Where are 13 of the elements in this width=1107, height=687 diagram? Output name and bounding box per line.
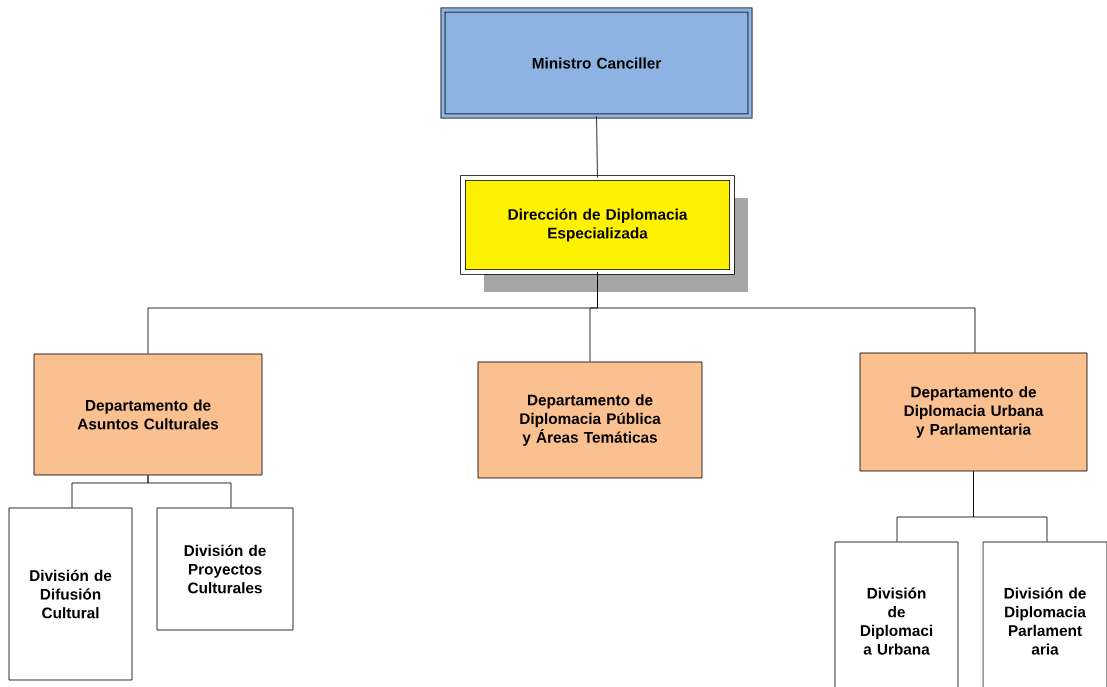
department-box: Departamento de Diplomacia Pública y Áreas Temáticas [477,361,703,479]
department-box: Departamento de Diplomacia Urbana y Parlamentaria [859,352,1088,472]
division-box: División de Difusión Cultural [8,507,133,681]
division-box: División de Diplomaci a Urbana [834,541,959,687]
division-box: División de Diplomacia Parlament aria [982,541,1107,687]
department-box: Departamento de Asuntos Culturales [33,353,263,476]
title-box: Dirección de Diplomacia Especializada [460,175,748,292]
division-box: División de Proyectos Culturales [156,507,294,631]
connector-line [973,471,1048,542]
connector-line [147,475,232,508]
connector-line [597,272,976,353]
title-box: Ministro Canciller [440,7,753,119]
connector-line [596,116,598,178]
